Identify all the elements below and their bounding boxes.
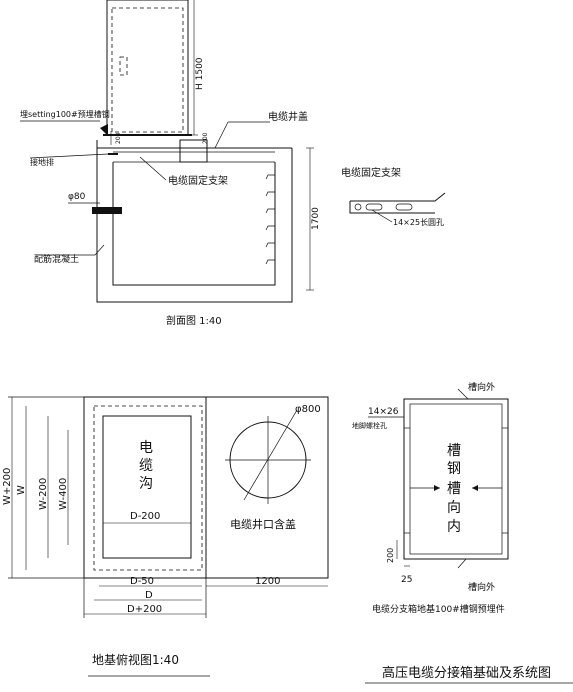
dim-w-plus-200: W+200 <box>2 468 13 505</box>
section-caption: 剖面图 1:40 <box>166 314 222 327</box>
plan-cabinet-footprint <box>93 405 203 571</box>
channel-caption: 电缆分支箱地基100#槽钢预埋件 <box>372 603 505 615</box>
pit-outer-wall <box>96 140 293 303</box>
cable-trench <box>102 415 192 559</box>
well-diameter-leader <box>243 409 298 501</box>
channel-char-3: 槽 <box>447 481 461 497</box>
section-view: H 1500 200 200 φ80 <box>20 0 321 327</box>
cable-well-label: 电缆井口含盖 <box>230 517 296 531</box>
trench-char-2: 缆 <box>139 458 153 474</box>
plan-view: 电 缆 沟 D-200 W+200 W W-200 W-400 D-50 D D… <box>2 396 329 677</box>
channel-char-4: 向 <box>447 500 461 516</box>
dim-d-minus-50: D-50 <box>130 576 154 587</box>
hole-size-label: 14×26 <box>368 407 399 417</box>
dim-25: 25 <box>401 575 412 585</box>
well-diameter-label: φ800 <box>295 404 321 415</box>
dim-w-minus-400: W-400 <box>58 478 69 510</box>
bracket-slot-note: 14×25长圆孔 <box>393 217 444 227</box>
channel-char-5: 内 <box>447 519 461 535</box>
channel-frame-outer <box>403 398 509 560</box>
embedded-channel-note: 埋setting100#预埋槽钢 <box>20 109 110 119</box>
channel-char-1: 槽 <box>447 443 461 459</box>
hole-note-label: 地脚螺栓孔 <box>352 421 387 430</box>
dim-1200: 1200 <box>255 576 280 587</box>
channel-char-2: 钢 <box>447 461 461 477</box>
bracket-hole <box>354 203 362 211</box>
bracket-detail-title: 电缆固定支架 <box>341 166 401 179</box>
plan-caption: 地基俯视图1:40 <box>92 652 179 667</box>
bracket-ticks <box>265 174 275 265</box>
trench-char-3: 沟 <box>139 476 153 492</box>
cabinet-door <box>111 7 184 133</box>
dim-200-right: 200 <box>202 132 209 144</box>
cabinet-outline <box>106 0 189 136</box>
dim-200-channel: 200 <box>386 548 395 563</box>
main-title: 高压电缆分接箱基础及系统图 <box>382 665 551 681</box>
dim-w-minus-200: W-200 <box>38 478 49 510</box>
trench-char-1: 电 <box>139 440 153 456</box>
bracket-detail: 电缆固定支架 14×25长圆孔 <box>341 166 446 227</box>
cable-entry-block <box>179 139 208 163</box>
concrete-label: 配筋混凝土 <box>34 253 79 265</box>
pit-inner-wall <box>112 162 276 286</box>
channel-bottom-label: 槽向外 <box>468 581 495 593</box>
grounding-label: 接地排 <box>30 157 54 167</box>
channel-frame-inner <box>409 403 503 555</box>
dim-d: D <box>145 590 153 601</box>
dim-200-left: 200 <box>115 132 122 144</box>
dim-d-plus-200: D+200 <box>127 604 162 615</box>
dim-w: W <box>16 485 27 495</box>
depth-dim-label: 1700 <box>311 207 321 230</box>
cabinet-handle <box>119 56 128 76</box>
cable-bracket-label: 电缆固定支架 <box>168 174 228 187</box>
channel-detail: 槽 钢 槽 向 内 槽向外 14×26 地脚螺栓孔 200 25 槽向外 电缆分… <box>352 381 509 615</box>
grounding-bar-icon <box>100 124 108 136</box>
pipe-label: φ80 <box>68 192 86 202</box>
title-block: 高压电缆分接箱基础及系统图 <box>365 665 573 684</box>
pipe-phi80 <box>92 207 122 214</box>
dim-d-minus-200: D-200 <box>130 511 160 522</box>
height-dim-label: H 1500 <box>195 57 205 90</box>
cable-well-cover-label: 电缆井盖 <box>268 110 308 123</box>
channel-top-label: 槽向外 <box>468 381 495 393</box>
